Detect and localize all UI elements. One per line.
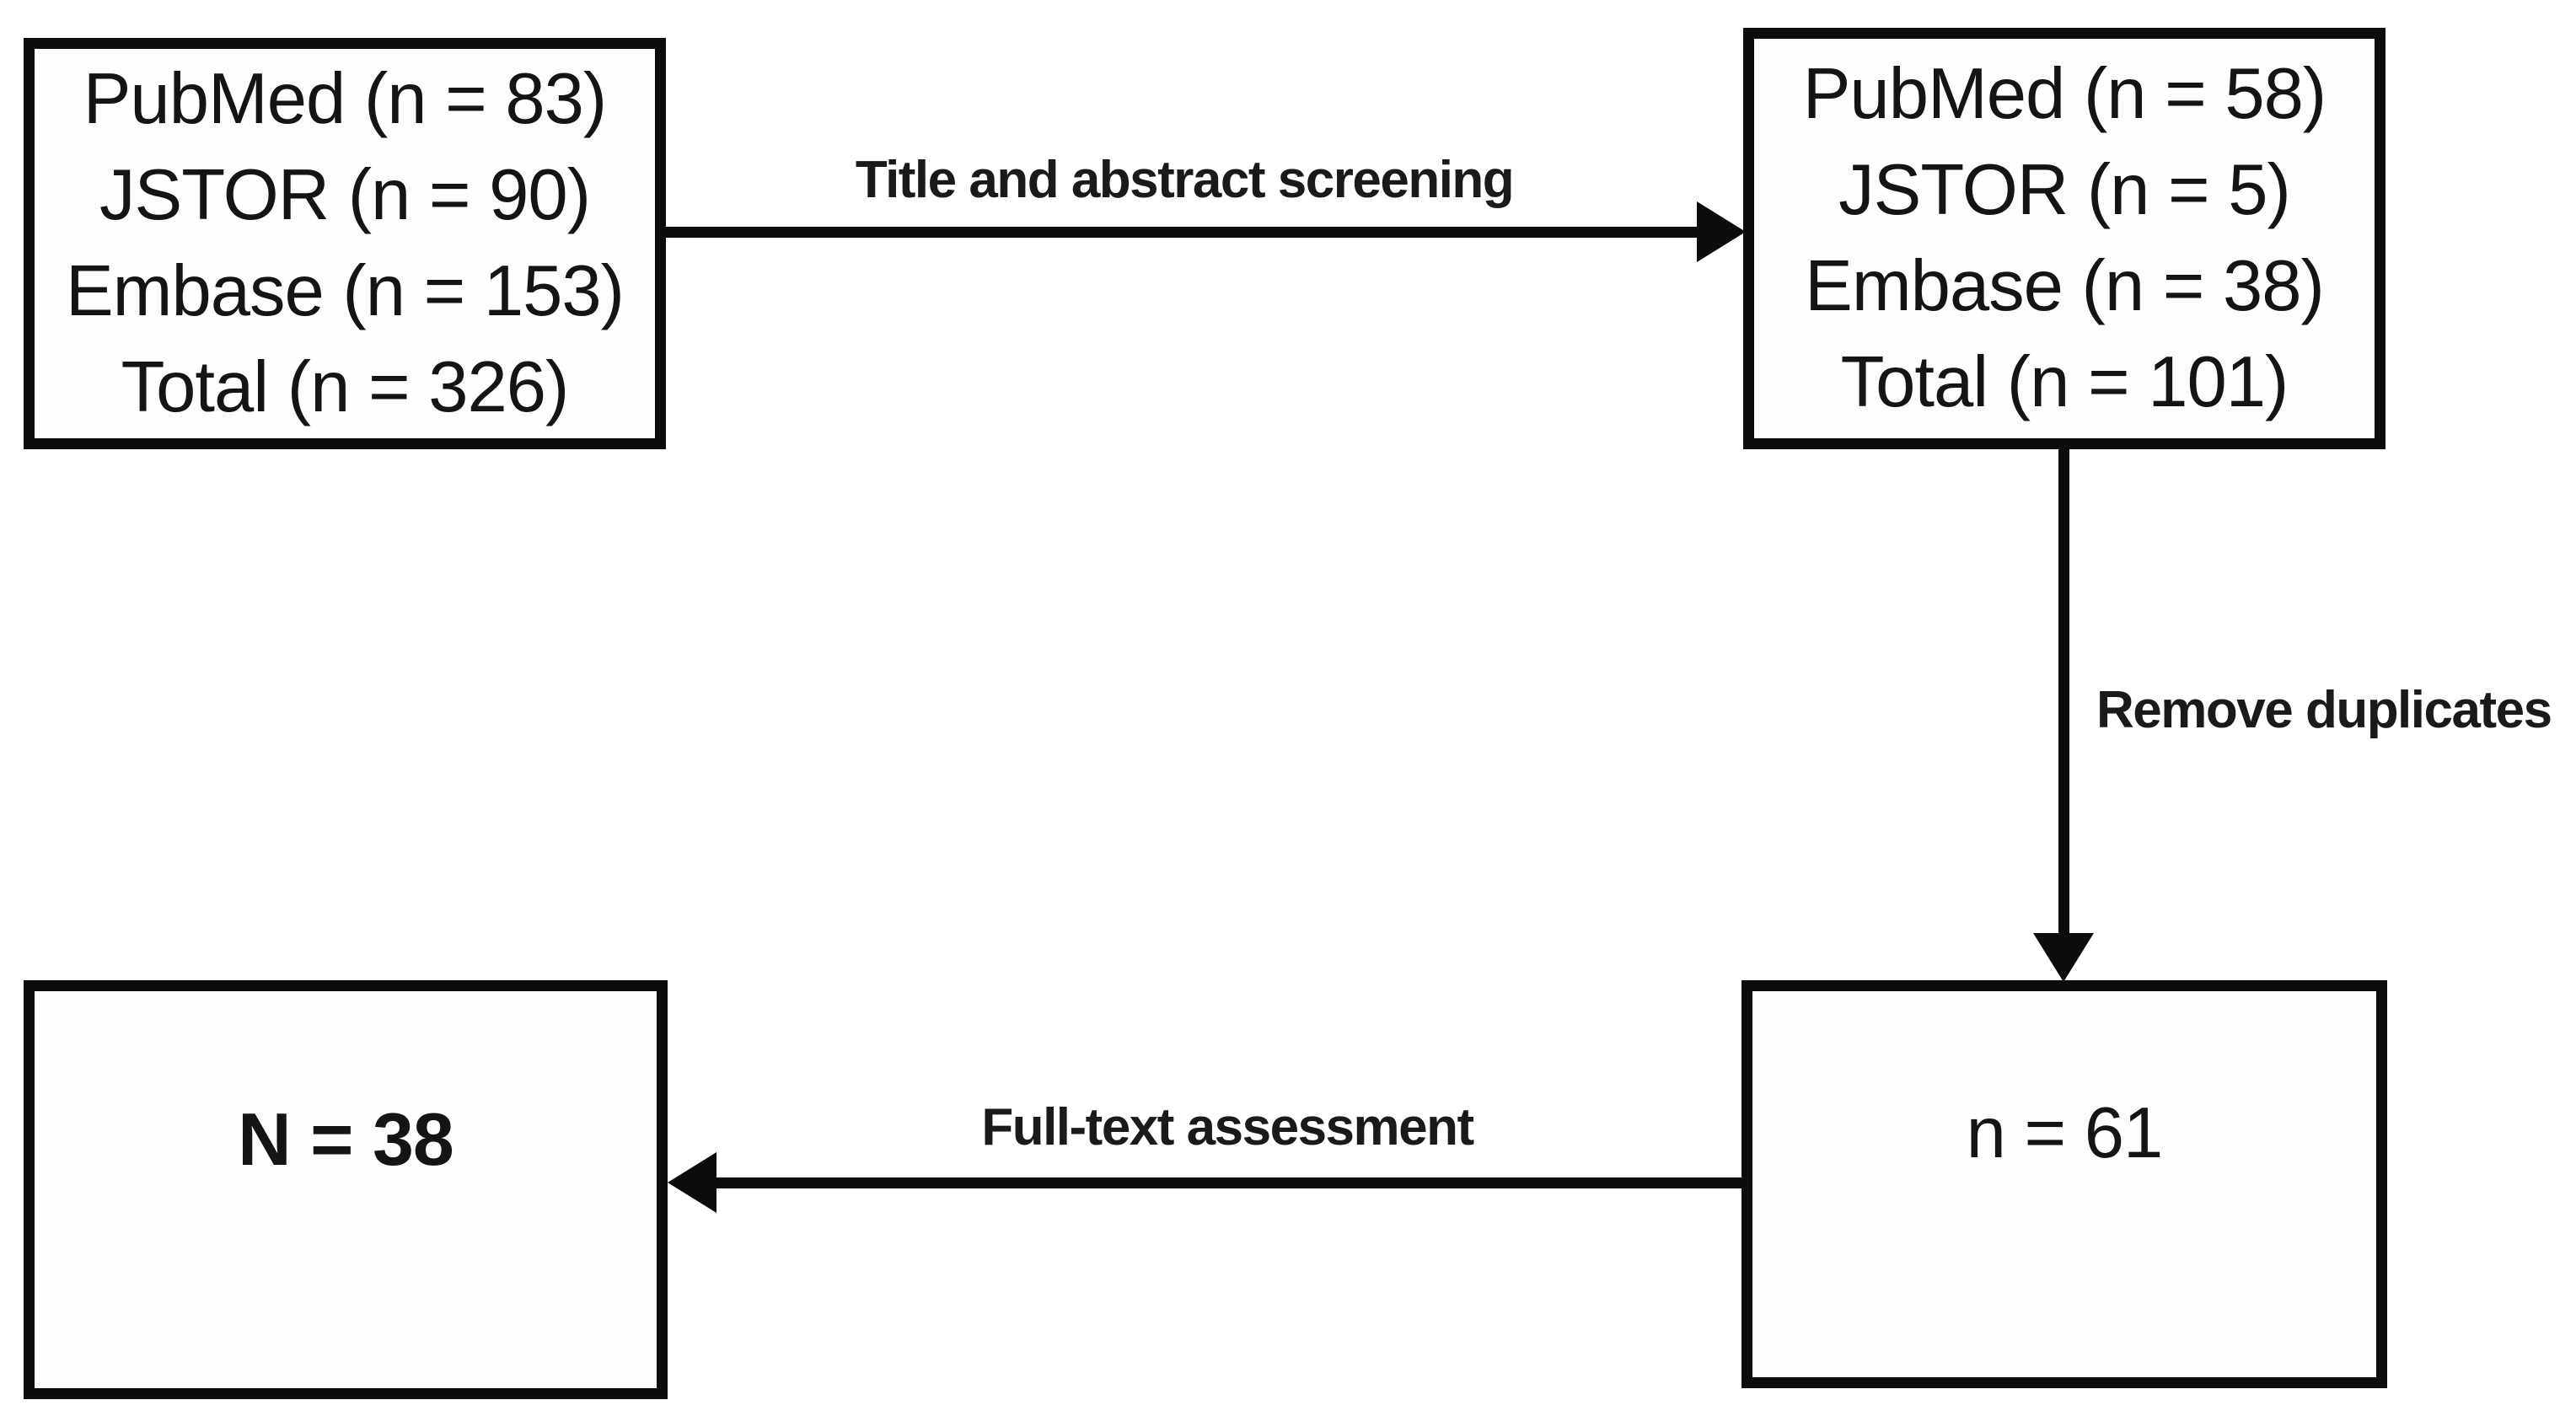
- pubmed-count-line: PubMed (n = 58): [1802, 54, 2327, 134]
- deduplicated-count-box: n = 61: [1741, 980, 2387, 1388]
- title-abstract-screening-label: Title and abstract screening: [855, 151, 1515, 209]
- total-count-line: Total (n = 101): [1840, 342, 2289, 422]
- full-text-arrow-line: [713, 1177, 1741, 1188]
- title-abstract-arrow-line: [664, 227, 1703, 238]
- remove-duplicates-label: Remove duplicates: [2096, 681, 2552, 739]
- included-count-text: N = 38: [238, 1097, 454, 1181]
- jstor-count-line: JSTOR (n = 5): [1838, 150, 2291, 230]
- dedup-count-text: n = 61: [1966, 1093, 2164, 1173]
- remove-duplicates-arrow-line: [2058, 448, 2069, 938]
- pubmed-count-line: PubMed (n = 83): [83, 59, 608, 139]
- arrowhead-left-icon: [668, 1152, 716, 1213]
- total-count-line: Total (n = 326): [121, 347, 570, 427]
- arrowhead-right-icon: [1697, 201, 1746, 262]
- screened-results-box: PubMed (n = 58) JSTOR (n = 5) Embase (n …: [1743, 28, 2385, 449]
- embase-count-line: Embase (n = 153): [65, 251, 625, 331]
- arrowhead-down-icon: [2033, 933, 2094, 982]
- full-text-assessment-label: Full-text assessment: [981, 1098, 1474, 1156]
- search-results-box: PubMed (n = 83) JSTOR (n = 90) Embase (n…: [24, 38, 666, 449]
- embase-count-line: Embase (n = 38): [1805, 246, 2325, 326]
- included-count-box: N = 38: [24, 980, 668, 1399]
- jstor-count-line: JSTOR (n = 90): [99, 155, 591, 235]
